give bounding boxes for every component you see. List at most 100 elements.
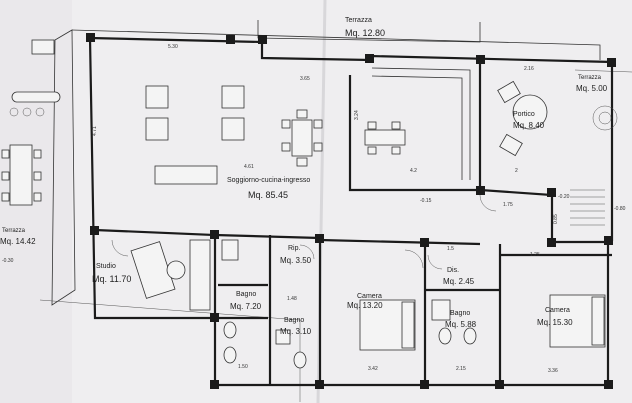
dimension-labels: 5.30 4.71 3.65 4.2 3.24 2.16 4.61 -0.15 … <box>2 44 626 374</box>
room-name: Rip. <box>288 245 301 252</box>
column <box>258 35 267 44</box>
room-area: Mq. 14.42 <box>0 237 36 246</box>
study-furniture <box>130 239 211 311</box>
room-area: Mq. 2.45 <box>443 277 475 286</box>
column <box>604 380 613 389</box>
structural-columns <box>86 33 616 389</box>
window-panel <box>221 85 245 109</box>
headboard <box>591 296 605 346</box>
column <box>210 380 219 389</box>
planter <box>31 39 55 55</box>
column <box>226 35 235 44</box>
room-area: Mq. 13.20 <box>347 301 383 310</box>
dimension: 1.75 <box>503 202 513 208</box>
door-swing <box>299 244 315 260</box>
armchair <box>499 133 523 157</box>
column <box>547 188 556 197</box>
chair <box>296 157 308 167</box>
chair <box>296 109 308 119</box>
bidet <box>223 346 237 364</box>
dimension: 4.61 <box>244 164 254 170</box>
room-area: Mq. 11.70 <box>92 274 131 284</box>
stool <box>22 107 32 117</box>
door-swings <box>111 194 497 270</box>
column <box>476 55 485 64</box>
desk <box>130 241 176 299</box>
kitchen-table <box>364 129 406 146</box>
terrace-furniture <box>1 39 61 206</box>
room-name: Bagno <box>236 291 256 298</box>
sofa <box>154 165 218 185</box>
chair <box>1 192 10 202</box>
room-name: Soggiorno-cucina-ingresso <box>227 177 310 184</box>
outdoor-table <box>9 144 33 206</box>
room-name: Bagno <box>284 317 304 324</box>
column <box>604 236 613 245</box>
level: -0.30 <box>2 258 14 264</box>
headboard <box>401 301 415 349</box>
stool <box>35 107 45 117</box>
room-name: Camera <box>357 293 382 300</box>
dimension: 3.65 <box>300 76 310 82</box>
column <box>547 238 556 247</box>
living-furniture <box>145 85 323 185</box>
column <box>365 54 374 63</box>
dimension: 1.5 <box>447 246 454 252</box>
chair <box>313 119 323 129</box>
shower <box>431 299 451 321</box>
room-labels: Terrazza Mq. 12.80 Terrazza Mq. 5.00 Por… <box>0 17 608 336</box>
room-area: Mq. 12.80 <box>345 28 385 38</box>
chair <box>33 192 42 202</box>
chair <box>391 146 401 155</box>
dimension: 2.16 <box>524 66 534 72</box>
round-table <box>512 94 548 130</box>
dimension: 4.71 <box>92 126 98 136</box>
dimension: 1.50 <box>238 364 248 370</box>
room-area: Mq. 8.40 <box>513 121 545 130</box>
chair <box>281 142 291 152</box>
kitchen-counter-inner <box>371 75 463 180</box>
toilet <box>438 327 452 345</box>
column <box>90 226 99 235</box>
dimension: 5.30 <box>168 44 178 50</box>
room-area: Mq. 5.88 <box>445 320 477 329</box>
stairs <box>570 189 605 226</box>
bookshelf <box>189 239 211 311</box>
shower <box>221 239 239 261</box>
plant <box>592 105 618 131</box>
room-area: Mq. 15.30 <box>537 318 573 327</box>
window-panel <box>221 117 245 141</box>
portico-furniture <box>497 80 618 157</box>
column <box>210 230 219 239</box>
room-name: Terrazza <box>2 228 26 234</box>
dimension: 2 <box>515 168 518 174</box>
chair <box>281 119 291 129</box>
bidet <box>463 327 477 345</box>
dining-table <box>291 119 313 157</box>
door-swing <box>479 194 497 212</box>
column <box>86 33 95 42</box>
room-name: Camera <box>545 307 570 314</box>
toilet <box>293 351 307 369</box>
sink <box>275 329 291 345</box>
door-swing <box>427 254 443 270</box>
level: -0.15 <box>420 198 432 204</box>
stool <box>9 107 19 117</box>
column <box>315 234 324 243</box>
room-name: Bagno <box>450 310 470 317</box>
terrace-outline <box>39 20 632 402</box>
dimension: 0.85 <box>553 214 559 224</box>
dimension: 3.36 <box>548 368 558 374</box>
room-area: Mq. 7.20 <box>230 302 262 311</box>
window-panel <box>145 117 169 141</box>
column <box>315 380 324 389</box>
room-name: Terrazza <box>578 75 602 81</box>
room-area: Mq. 3.50 <box>280 256 312 265</box>
column <box>420 380 429 389</box>
level: -0.80 <box>614 206 626 212</box>
chair <box>313 142 323 152</box>
door-swing <box>404 249 424 269</box>
plant-inner <box>598 111 612 125</box>
